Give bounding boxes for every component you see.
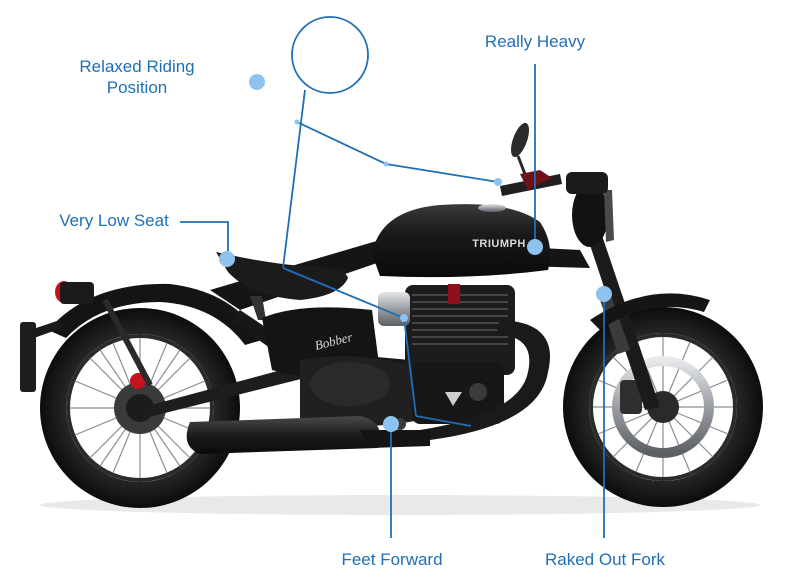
seat — [216, 252, 348, 300]
rider-thigh — [282, 267, 405, 319]
exhaust-header — [420, 320, 550, 440]
rider-head — [291, 16, 369, 94]
rear-fender — [48, 283, 262, 345]
ground-shadow — [40, 495, 760, 515]
callout-dots — [219, 74, 612, 432]
exhaust-muffler — [186, 416, 380, 454]
brake-disc — [612, 356, 714, 458]
headlight — [572, 183, 608, 247]
elbow-dot — [383, 161, 389, 167]
rider-arm — [296, 121, 387, 165]
mirror — [510, 122, 530, 158]
label-relaxed-line1: Relaxed Riding — [79, 57, 195, 76]
label-very-low-seat: Very Low Seat — [59, 211, 169, 230]
speedometer — [566, 172, 608, 194]
fuel-cap — [478, 204, 506, 212]
label-raked-out-fork: Raked Out Fork — [545, 550, 665, 569]
swingarm — [140, 365, 305, 418]
knee-dot — [400, 314, 408, 322]
engine — [300, 284, 515, 426]
label-feet-forward: Feet Forward — [341, 550, 443, 569]
feet-dot — [383, 416, 399, 432]
fork-dot — [596, 286, 612, 302]
heavy-dot — [527, 239, 543, 255]
callout-lines — [180, 16, 605, 538]
seat-dot — [219, 251, 235, 267]
label-relaxed-line2: Position — [106, 78, 168, 97]
label-really-heavy: Really Heavy — [484, 32, 586, 51]
hand-dot — [494, 178, 502, 186]
relaxed-dot — [249, 74, 265, 90]
seat-leader — [180, 221, 229, 258]
rider-shin — [403, 317, 417, 417]
label-relaxed-riding-position: Relaxed Riding Position — [62, 56, 212, 98]
front-wheel — [563, 307, 763, 507]
tank-badge: TRIUMPH — [472, 238, 526, 250]
shoulder-dot — [294, 119, 300, 125]
rider-torso — [282, 89, 306, 269]
front-fender — [590, 293, 710, 330]
rear-shock — [102, 298, 153, 387]
fuel-tank — [372, 204, 551, 278]
license-plate — [20, 322, 36, 392]
